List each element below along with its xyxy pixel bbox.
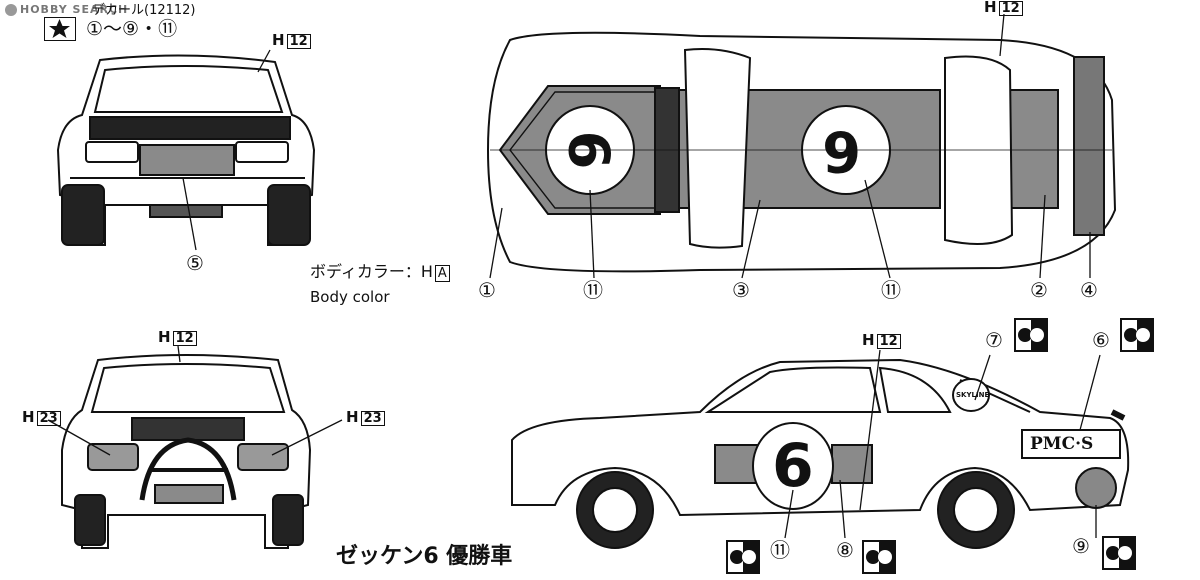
callout-2: ② — [1030, 278, 1048, 302]
callout-3: ③ — [732, 278, 750, 302]
decal-marker-icon — [1014, 318, 1048, 352]
side-view — [511, 349, 1130, 549]
callout-5: ⑤ — [186, 251, 204, 275]
decal-range: ①～⑨・⑪ — [86, 18, 178, 40]
callout-8: ⑧ — [836, 538, 854, 562]
top-hood-number: 6 — [555, 130, 621, 170]
logo-icon — [5, 4, 17, 16]
decal-marker-icon — [726, 540, 760, 574]
callout-11-top-roof: ⑪ — [881, 278, 901, 302]
top-view — [486, 13, 1117, 279]
caption: ゼッケン6 優勝車 — [336, 544, 513, 569]
decal-marker-icon — [1102, 536, 1136, 570]
side-door-number: 6 — [772, 431, 814, 501]
callout-6: ⑥ — [1092, 328, 1110, 352]
front-view — [56, 49, 316, 251]
decal-marker-icon — [1120, 318, 1154, 352]
body-color-en: Body color — [310, 288, 390, 306]
star-icon — [44, 17, 76, 41]
top-roof-number: 6 — [822, 118, 861, 183]
decal-marker-icon — [862, 540, 896, 574]
decal-label: デカール(12112) — [92, 3, 196, 18]
rear-view — [47, 345, 343, 549]
body-color-code: A — [434, 265, 450, 282]
callout-7: ⑦ — [985, 328, 1003, 352]
skyline-badge: SKYLINE — [956, 391, 990, 399]
body-color-jp: ボディカラー：H — [310, 262, 433, 281]
callout-11-top-hood: ⑪ — [583, 278, 603, 302]
logo-area: HOBBY SEARCH — [2, 2, 162, 18]
callout-4: ④ — [1080, 278, 1098, 302]
callout-9: ⑨ — [1072, 534, 1090, 558]
callout-1: ① — [478, 278, 496, 302]
callout-11-side: ⑪ — [770, 538, 790, 562]
logo-text: HOBBY SEARCH — [20, 3, 129, 16]
sponsor-decal: PMC·S — [1030, 434, 1094, 454]
